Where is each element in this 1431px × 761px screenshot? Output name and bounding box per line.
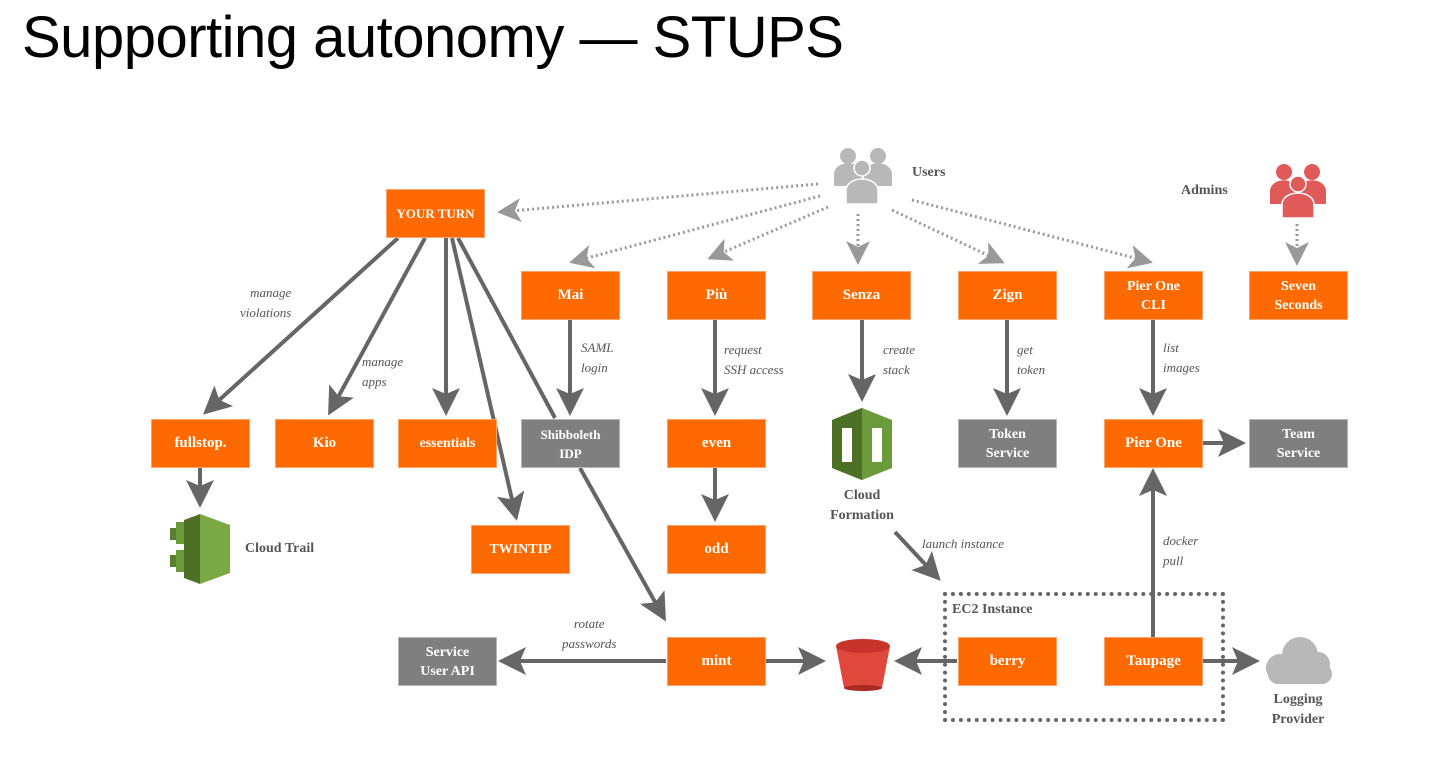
edge-shibboleth-mint bbox=[578, 467, 666, 622]
node-piu[interactable]: Più bbox=[667, 271, 766, 320]
admins-icon bbox=[1270, 164, 1326, 219]
node-token-service[interactable]: Token Service bbox=[958, 419, 1057, 468]
edge-label-list-images: list images bbox=[1163, 340, 1200, 375]
edge-label-get-token: get token bbox=[1017, 342, 1046, 377]
node-pier-one[interactable]: Pier One bbox=[1104, 419, 1203, 468]
node-fullstop[interactable]: fullstop. bbox=[151, 419, 250, 468]
cloud-trail-icon bbox=[170, 514, 230, 584]
node-mai[interactable]: Mai bbox=[521, 271, 620, 320]
node-twintip[interactable]: TWINTIP bbox=[471, 525, 570, 574]
node-service-user-api[interactable]: Service User API bbox=[398, 637, 497, 686]
edge-label-create-stack: create stack bbox=[883, 342, 915, 377]
node-zign[interactable]: Zign bbox=[958, 271, 1057, 320]
admins-label: Admins bbox=[1181, 183, 1228, 198]
node-essentials[interactable]: essentials bbox=[398, 419, 497, 468]
edge-label-manage-apps: manage apps bbox=[362, 354, 404, 389]
node-odd[interactable]: odd bbox=[667, 525, 766, 574]
node-even[interactable]: even bbox=[667, 419, 766, 468]
node-mint[interactable]: mint bbox=[667, 637, 766, 686]
node-berry[interactable]: berry bbox=[958, 637, 1057, 686]
node-your-turn[interactable]: YOUR TURN bbox=[386, 189, 485, 238]
edge-label-launch-instance: launch instance bbox=[922, 536, 1004, 551]
edge-label-request-ssh: request SSH access bbox=[724, 342, 784, 377]
edge-label-rotate-passwords: rotate passwords bbox=[562, 616, 617, 651]
cloud-formation-label: Cloud Formation bbox=[830, 488, 894, 523]
edge-yourturn-fullstop bbox=[203, 236, 400, 415]
node-pier-one-cli[interactable]: Pier One CLI bbox=[1104, 271, 1203, 320]
s3-bucket-icon bbox=[836, 639, 890, 691]
logging-provider-label: Logging Provider bbox=[1271, 692, 1325, 727]
users-icon bbox=[834, 148, 892, 205]
ec2-instance-group bbox=[943, 592, 1225, 722]
logging-cloud-icon bbox=[1266, 637, 1332, 684]
node-senza[interactable]: Senza bbox=[812, 271, 911, 320]
edge-users-piu bbox=[707, 205, 829, 261]
edge-label-manage-violations: manage violations bbox=[240, 285, 292, 320]
edge-users-pieronecli bbox=[911, 198, 1153, 269]
users-label: Users bbox=[912, 165, 946, 180]
edge-yourturn-kio bbox=[328, 237, 427, 416]
node-seven-seconds[interactable]: Seven Seconds bbox=[1249, 271, 1348, 320]
edge-users-mai bbox=[569, 194, 821, 269]
edge-yourturn-shibboleth bbox=[456, 237, 557, 419]
edge-label-saml-login: SAML login bbox=[581, 340, 614, 375]
edge-yourturn-twintip bbox=[450, 237, 525, 521]
node-shibboleth-idp[interactable]: Shibboleth IDP bbox=[521, 419, 620, 468]
edge-users-zign bbox=[891, 208, 1005, 264]
edge-cloudformation-ec2 bbox=[893, 530, 941, 581]
cloud-formation-icon bbox=[832, 408, 892, 480]
node-team-service[interactable]: Team Service bbox=[1249, 419, 1348, 468]
node-taupage[interactable]: Taupage bbox=[1104, 637, 1203, 686]
ec2-instance-label: EC2 Instance bbox=[952, 602, 1033, 617]
edge-users-yourturn bbox=[497, 182, 819, 223]
slide-title: Supporting autonomy — STUPS bbox=[22, 5, 844, 70]
edge-label-docker-pull: docker pull bbox=[1163, 533, 1199, 568]
cloud-trail-label: Cloud Trail bbox=[245, 541, 315, 556]
node-kio[interactable]: Kio bbox=[275, 419, 374, 468]
